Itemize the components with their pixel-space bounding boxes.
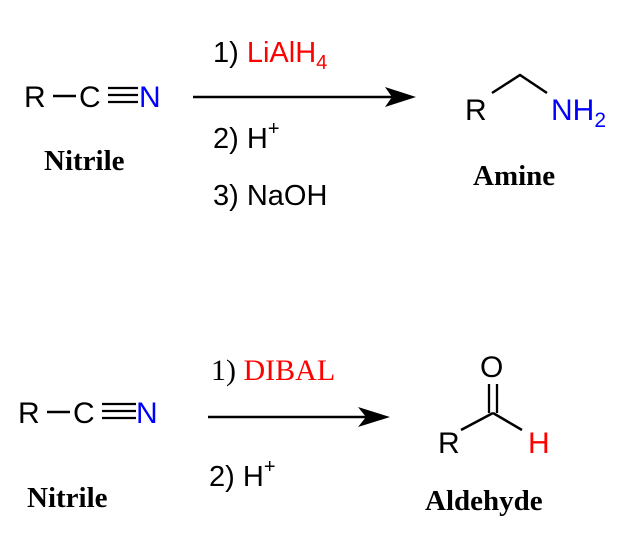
condition-step-3: 3) NaOH <box>213 180 327 212</box>
r-group: R <box>24 81 46 114</box>
triple-bond <box>108 86 138 104</box>
carbon-chain-bonds <box>491 73 548 95</box>
nitrile-label: Nitrile <box>27 482 108 514</box>
condition-step-1: 1) LiAlH4 <box>213 37 327 74</box>
r-carbon-bond <box>460 411 494 432</box>
carbon-hydrogen-bond <box>492 411 523 432</box>
condition-step-1: 1) DIBAL <box>211 354 335 387</box>
r-group: R <box>18 397 40 430</box>
nitrile-label: Nitrile <box>44 145 125 177</box>
reaction-2: R C N Nitrile 1) DIBAL 2) H+ R O <box>18 351 550 517</box>
r-group: R <box>438 427 460 460</box>
condition-step-2: 2) H+ <box>209 456 276 493</box>
aldehyde-structure: R O H <box>438 351 550 460</box>
amine-group: NH2 <box>551 94 606 132</box>
reaction-arrow <box>208 407 390 427</box>
triple-bond <box>102 402 136 420</box>
amine-structure: R NH2 <box>465 73 606 132</box>
nitrogen-atom: N <box>136 397 158 430</box>
reaction-arrow <box>193 87 416 107</box>
nitrogen-atom: N <box>139 81 161 114</box>
carbon-atom: C <box>79 81 101 114</box>
nitrile-structure: R C N <box>18 397 158 430</box>
carbonyl-double-bond <box>487 384 499 413</box>
hydrogen-atom: H <box>528 427 550 460</box>
condition-step-2: 2) H+ <box>213 118 280 155</box>
aldehyde-label: Aldehyde <box>425 485 543 517</box>
nitrile-structure: R C N <box>24 81 161 114</box>
carbon-atom: C <box>73 397 95 430</box>
r-group: R <box>465 94 487 127</box>
oxygen-atom: O <box>480 351 503 384</box>
reaction-1: R C N Nitrile 1) LiAlH4 2) H+ 3) NaOH R … <box>24 37 606 212</box>
amine-label: Amine <box>473 160 555 192</box>
